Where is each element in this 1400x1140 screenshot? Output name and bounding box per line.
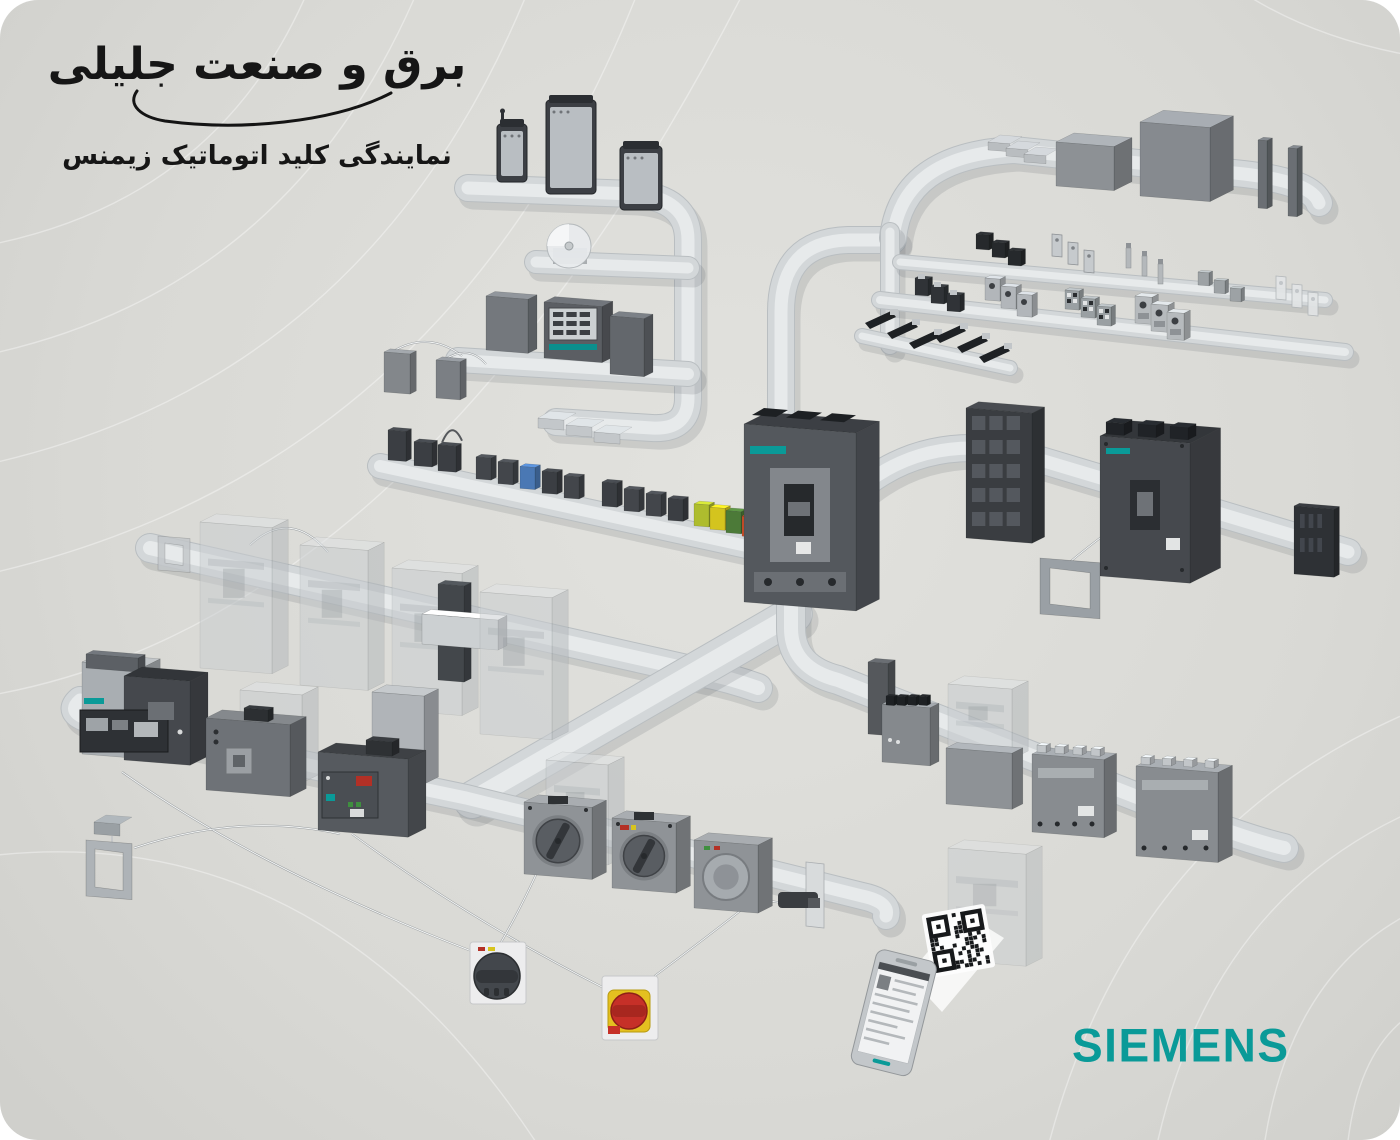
multi-wire-terminal-set [1064, 287, 1117, 327]
software-cd-disc [546, 223, 592, 269]
clip-terminal-set [914, 274, 966, 313]
door-handle-black [469, 941, 527, 1005]
expansion-module [609, 311, 654, 378]
wire-module-link-1 [391, 340, 463, 357]
brand-block: برق و صنعت جلیلی نمایندگی کلید اتوماتیک … [42, 39, 472, 171]
track-accessory-feeder [367, 453, 775, 569]
track-terminal-shelf-a [892, 254, 1339, 316]
motor-operator-with-panel [317, 684, 440, 838]
track-terminal-shelf-c [854, 328, 1024, 384]
residual-current-module-2 [1135, 754, 1234, 863]
door-cutout-frame [1039, 557, 1101, 620]
wire-frame-line [133, 824, 341, 849]
siemens-logo: SIEMENS [1072, 1018, 1290, 1072]
phase-barrier-plate-1 [1257, 137, 1274, 210]
communication-module [485, 291, 538, 354]
motor-operator-module [205, 681, 320, 798]
plug-in-base [965, 401, 1046, 544]
cover-tiles [537, 410, 633, 445]
handheld-device-medium [619, 141, 663, 211]
track-diagonal-to-hub [453, 595, 819, 827]
circuit-breaker-withdrawable [1099, 417, 1222, 584]
breaker-transparent-2 [299, 536, 386, 691]
door-mounting-frame [85, 839, 133, 901]
current-sensor-column [867, 658, 940, 767]
wire-motor-to-emergency [351, 833, 605, 989]
smartphone-scanner [850, 949, 937, 1077]
rear-interlock-plate [1293, 503, 1341, 578]
calligraphy-flourish-icon [132, 89, 393, 127]
power-meter-display [543, 296, 614, 364]
terminal-cover-box-large [1139, 110, 1235, 203]
cable-lug-set [1275, 275, 1319, 317]
breaker-transparent-4 [479, 583, 570, 741]
qr-code [921, 904, 996, 978]
rotary-operator-covered [693, 832, 774, 914]
pin-connector-set [1125, 243, 1164, 285]
breaker-transparent-1 [199, 513, 290, 675]
wired-sensor-module-1 [383, 348, 418, 395]
wire-motor-to-knob [121, 771, 475, 953]
handheld-device-small [496, 108, 528, 183]
track-hub-up [767, 226, 913, 454]
flat-connector-set [1051, 233, 1095, 274]
handheld-device-large [545, 95, 597, 195]
accessory-frame-small [157, 535, 191, 573]
emergency-stop-handle [601, 975, 659, 1041]
wired-sensor-module-2 [435, 356, 468, 401]
track-shelf-meters [445, 347, 707, 395]
wire-rotary1-to-knob [499, 865, 541, 945]
brand-subtitle-farsi: نمایندگی کلید اتوماتیک زیمنس [62, 140, 452, 171]
door-coupling-handle [778, 861, 825, 929]
residual-current-module-1 [1031, 742, 1118, 839]
door-frame-cover-strip [93, 814, 133, 837]
phase-barrier-plate-2 [1287, 145, 1304, 218]
terminal-cover-box-small [1055, 132, 1133, 192]
rotary-operator-1 [523, 794, 608, 880]
stud-terminal-set-2 [935, 323, 1012, 363]
molded-case-circuit-breaker-hub [743, 408, 881, 612]
rcd-base-module [945, 742, 1024, 810]
rotary-operator-2 [611, 810, 692, 894]
terminal-block-set [975, 231, 1027, 267]
stud-terminal-set-1 [865, 309, 942, 349]
box-terminal-set [984, 275, 1039, 318]
small-terminal-set [1197, 269, 1246, 303]
breaker-transparent-rcd [947, 675, 1030, 760]
brand-title-farsi: برق و صنعت جلیلی [47, 39, 467, 90]
breaker-with-motor-operator [79, 650, 209, 766]
large-box-terminal-set [1134, 292, 1192, 341]
